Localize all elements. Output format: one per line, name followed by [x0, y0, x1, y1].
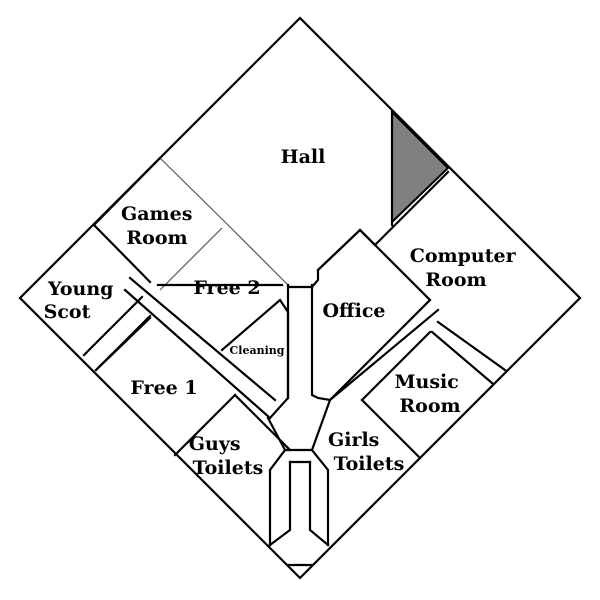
young-scot-label-line1: Young [47, 278, 114, 300]
young-scot-wall-lower [82, 295, 144, 357]
lower-junction-right [310, 398, 332, 547]
corridor-right-step [310, 228, 377, 289]
music-room-label-line2: Room [399, 395, 460, 417]
games-room-label-line2: Room [126, 227, 187, 249]
girls-toilets-label-line1: Girls [328, 429, 379, 451]
girls-toilets-wall [360, 398, 422, 460]
central-corridor-right [310, 283, 440, 402]
lower-corridor-left [268, 460, 292, 547]
hall-games-partition [159, 157, 229, 226]
left-corridor-wall-lower [123, 288, 272, 420]
cleaning-label: Cleaning [230, 344, 285, 357]
computer-room-label-line2: Room [425, 269, 486, 291]
left-corridor-wall-upper [128, 276, 277, 402]
young-scot-label: Young Scot [44, 278, 120, 323]
young-scot-label-line2: Scot [44, 301, 91, 323]
office-label: Office [322, 300, 385, 322]
games-room-label-line1: Games [121, 203, 192, 225]
free1-right-wall [173, 393, 237, 457]
young-scot-wall-upper [92, 223, 152, 284]
central-corridor-left [268, 283, 290, 420]
stage-area [391, 109, 450, 225]
free-2-label: Free 2 [193, 277, 260, 299]
computer-corridor-wall-lower [430, 330, 494, 385]
guys-toilets-label: Guys Toilets [189, 433, 264, 479]
computer-room-wall [373, 170, 450, 247]
games-free2-partition [159, 227, 223, 291]
office-walls [316, 228, 432, 402]
guys-toilets-label-line2: Toilets [193, 457, 264, 479]
free-1-label: Free 1 [130, 377, 197, 399]
computer-room-label: Computer Room [410, 245, 523, 291]
music-room-wall [360, 330, 432, 402]
lower-junction-left [266, 416, 287, 547]
hall-label: Hall [281, 146, 326, 168]
girls-toilets-label: Girls Toilets [328, 429, 404, 475]
games-room-wall [92, 156, 162, 227]
music-room-label: Music Room [395, 371, 466, 417]
music-room-label-line1: Music [395, 371, 459, 393]
computer-room-label-line1: Computer [410, 245, 517, 267]
lower-corridor-right [308, 460, 330, 547]
hall-free2-partition [227, 224, 291, 288]
free1-top-wall [94, 316, 152, 372]
games-room-label: Games Room [121, 203, 199, 249]
computer-corridor-wall-upper [436, 320, 507, 372]
guys-toilets-label-line1: Guys [189, 433, 241, 455]
girls-toilets-label-line2: Toilets [334, 453, 405, 475]
